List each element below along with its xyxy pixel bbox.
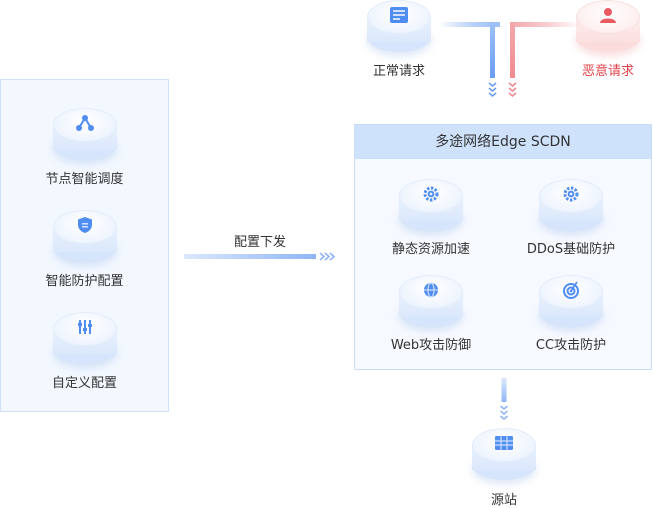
dispatch-label: 配置下发 <box>233 235 286 250</box>
normal-request-label: 正常请求 <box>372 64 425 79</box>
request-flow-lines <box>440 22 580 98</box>
target-icon <box>563 281 579 299</box>
shield-icon <box>78 217 92 233</box>
node-schedule-disc <box>53 108 117 164</box>
sliders-disc <box>53 312 117 368</box>
left-item-label-1: 节点智能调度 <box>45 172 124 187</box>
scdn-title: 多途网络Edge SCDN <box>355 125 651 159</box>
globe-icon <box>424 282 438 298</box>
dispatch-arrow <box>184 252 336 261</box>
static-accel-disc <box>399 179 463 235</box>
ddos-disc <box>539 179 603 235</box>
feature-label-web: Web攻击防御 <box>390 338 472 353</box>
node-schedule-icon <box>76 115 94 131</box>
malicious-request-disc <box>576 0 640 56</box>
feature-label-static: 静态资源加速 <box>391 242 470 257</box>
down-chevrons-origin <box>499 405 509 421</box>
config-panel: 节点智能调度 智能防护配置 自定义配置 <box>0 79 169 412</box>
gear-icon <box>563 186 579 202</box>
malicious-request-label: 恶意请求 <box>581 64 634 79</box>
feature-label-cc: CC攻击防护 <box>535 338 607 353</box>
malicious-user-icon <box>600 8 616 23</box>
web-attack-disc <box>399 275 463 331</box>
gear-icon <box>423 186 439 202</box>
sliders-icon <box>78 320 92 334</box>
scdn-panel: 多途网络Edge SCDN 静态资源加速 DDoS基础防护 Web攻击防御 <box>354 124 652 370</box>
cc-attack-disc <box>539 275 603 331</box>
server-icon <box>390 7 408 23</box>
origin-label: 源站 <box>490 493 517 508</box>
server-icon <box>495 436 513 450</box>
shield-disc <box>53 210 117 266</box>
origin-disc <box>472 428 536 484</box>
down-chevrons-red <box>508 82 517 98</box>
left-item-label-2: 智能防护配置 <box>45 274 124 289</box>
right-chevrons <box>319 252 336 261</box>
feature-label-ddos: DDoS基础防护 <box>526 242 616 257</box>
down-chevrons-blue <box>488 82 497 98</box>
left-item-label-3: 自定义配置 <box>51 376 117 391</box>
origin-arrow <box>499 378 509 421</box>
normal-request-disc <box>367 0 431 56</box>
